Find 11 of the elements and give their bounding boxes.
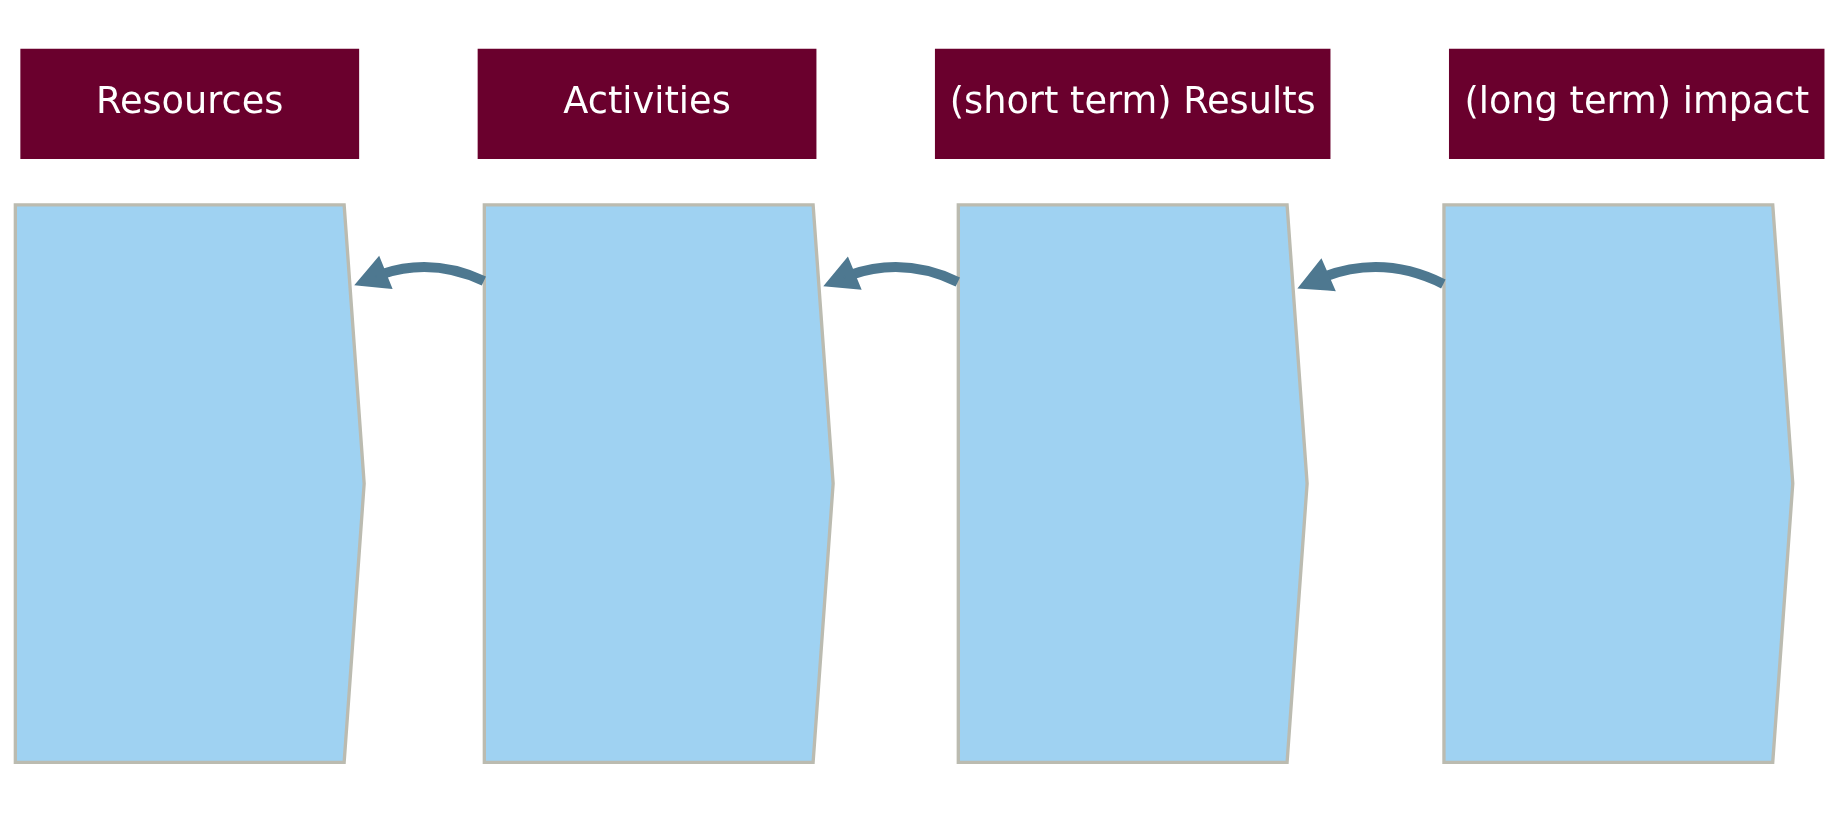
node-chevron (482, 203, 835, 764)
arrow (823, 256, 960, 290)
node-box: (long term) impact (1448, 48, 1825, 159)
node-box: (short term) Results (934, 48, 1331, 159)
node-box: Resources (20, 48, 360, 159)
node-chevron (956, 203, 1309, 764)
arrow (354, 255, 486, 290)
node-chevron (1442, 203, 1795, 764)
node-chevron (13, 203, 366, 764)
node-box: Activities (477, 48, 817, 159)
arrow (1297, 258, 1446, 292)
